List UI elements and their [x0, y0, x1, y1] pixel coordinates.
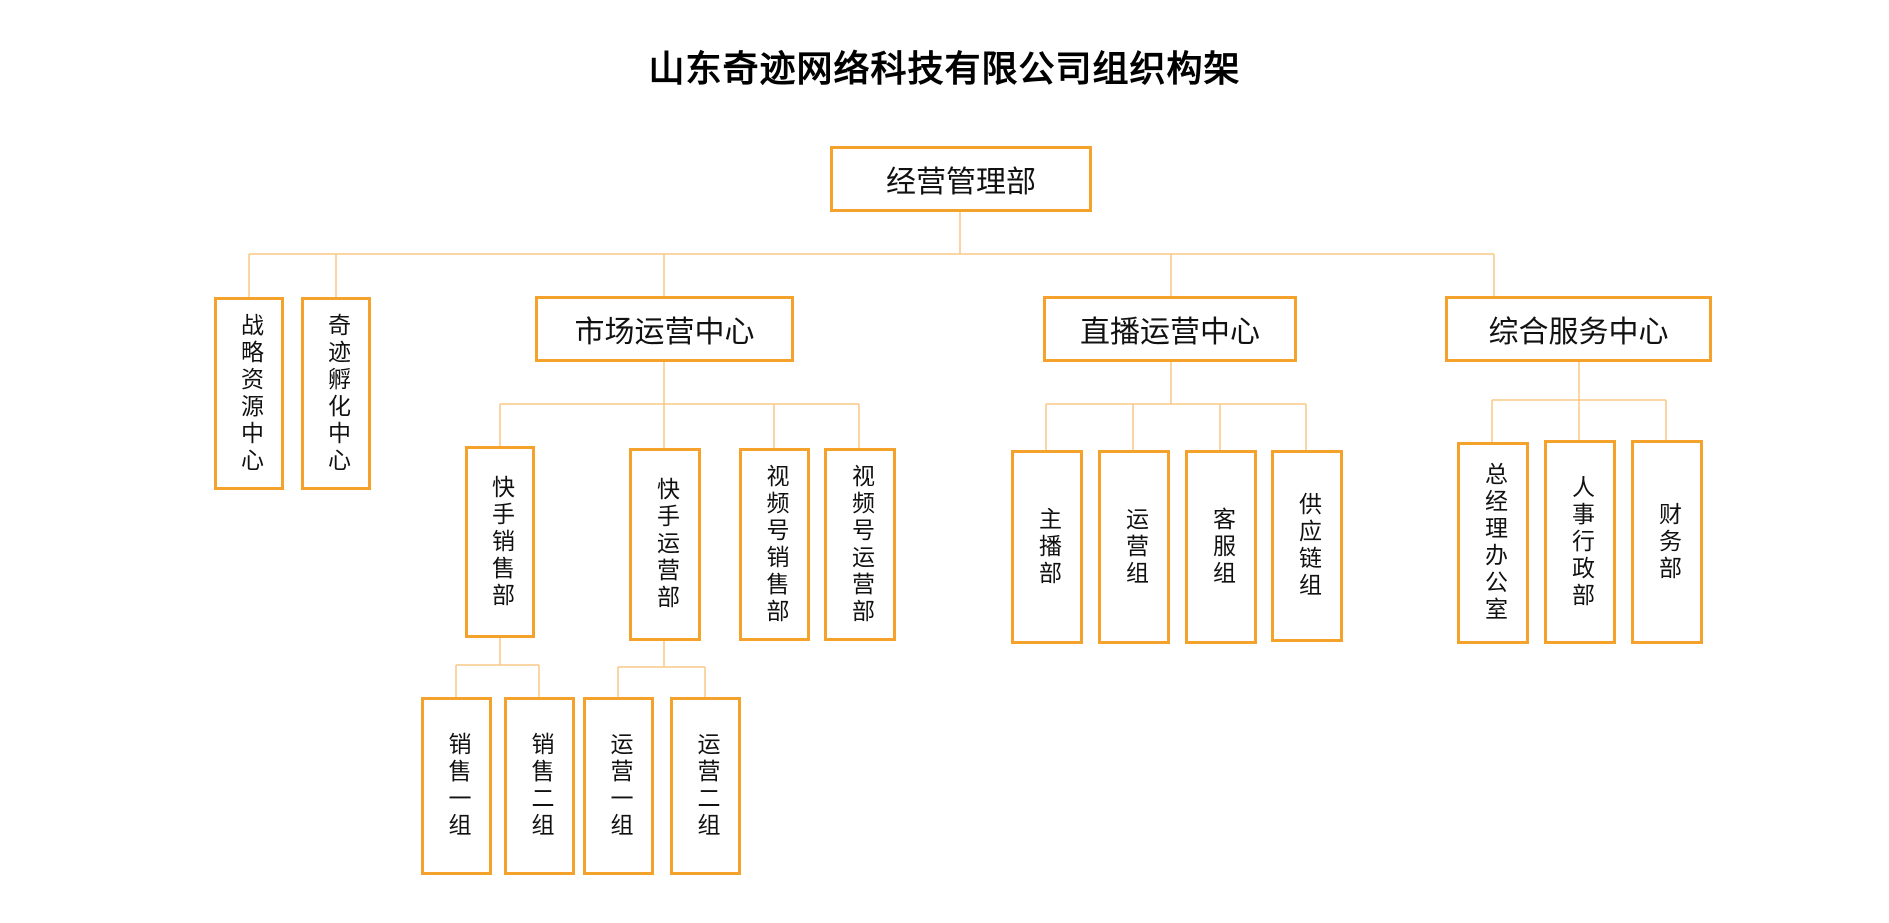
node-finance-label: 财务部	[1654, 501, 1681, 583]
node-sales1-label: 销售一组	[444, 732, 470, 840]
node-supply-label: 供应链组	[1294, 492, 1321, 600]
node-sales1: 销售一组	[421, 697, 492, 875]
node-incubation: 奇迹孵化中心	[301, 297, 371, 490]
node-wx-ops-label: 视频号运营部	[847, 463, 874, 626]
node-live-ops-label: 运营组	[1121, 506, 1148, 588]
node-wx-ops: 视频号运营部	[824, 448, 896, 641]
node-cs-label: 客服组	[1208, 506, 1235, 588]
node-sales2-label: 销售二组	[527, 732, 553, 840]
node-incubation-label: 奇迹孵化中心	[323, 312, 350, 475]
node-root-label: 经营管理部	[886, 165, 1036, 200]
node-wx-sales-label: 视频号销售部	[762, 463, 788, 626]
node-service-label: 综合服务中心	[1488, 315, 1669, 350]
node-live: 直播运营中心	[1043, 296, 1297, 362]
node-wx-sales: 视频号销售部	[739, 448, 810, 641]
node-ks-sales-label: 快手销售部	[487, 474, 514, 610]
node-hr-label: 人事行政部	[1567, 474, 1594, 610]
node-finance: 财务部	[1631, 440, 1703, 644]
node-ks-ops: 快手运营部	[629, 448, 701, 641]
node-supply: 供应链组	[1271, 450, 1343, 642]
node-strategy-label: 战略资源中心	[236, 312, 263, 475]
node-ks-sales: 快手销售部	[465, 446, 535, 638]
node-market: 市场运营中心	[535, 296, 794, 362]
node-ops2: 运营二组	[670, 697, 741, 875]
chart-title: 山东奇迹网络科技有限公司组织构架	[648, 49, 1241, 90]
node-strategy: 战略资源中心	[214, 297, 284, 490]
node-sales2: 销售二组	[504, 697, 575, 875]
node-live-label: 直播运营中心	[1080, 315, 1260, 350]
node-service: 综合服务中心	[1445, 296, 1712, 362]
node-ops1-label: 运营一组	[606, 732, 632, 840]
node-market-label: 市场运营中心	[574, 315, 755, 350]
node-ks-ops-label: 快手运营部	[652, 477, 679, 612]
node-cs: 客服组	[1185, 450, 1257, 644]
node-gm-office: 总经理办公室	[1457, 442, 1529, 644]
node-gm-office-label: 总经理办公室	[1480, 462, 1507, 624]
node-ops2-label: 运营二组	[693, 732, 719, 840]
node-anchor: 主播部	[1011, 450, 1083, 644]
node-live-ops: 运营组	[1098, 450, 1170, 644]
node-ops1: 运营一组	[583, 697, 654, 875]
node-hr: 人事行政部	[1544, 440, 1616, 644]
node-root: 经营管理部	[830, 146, 1092, 212]
node-anchor-label: 主播部	[1034, 506, 1061, 588]
